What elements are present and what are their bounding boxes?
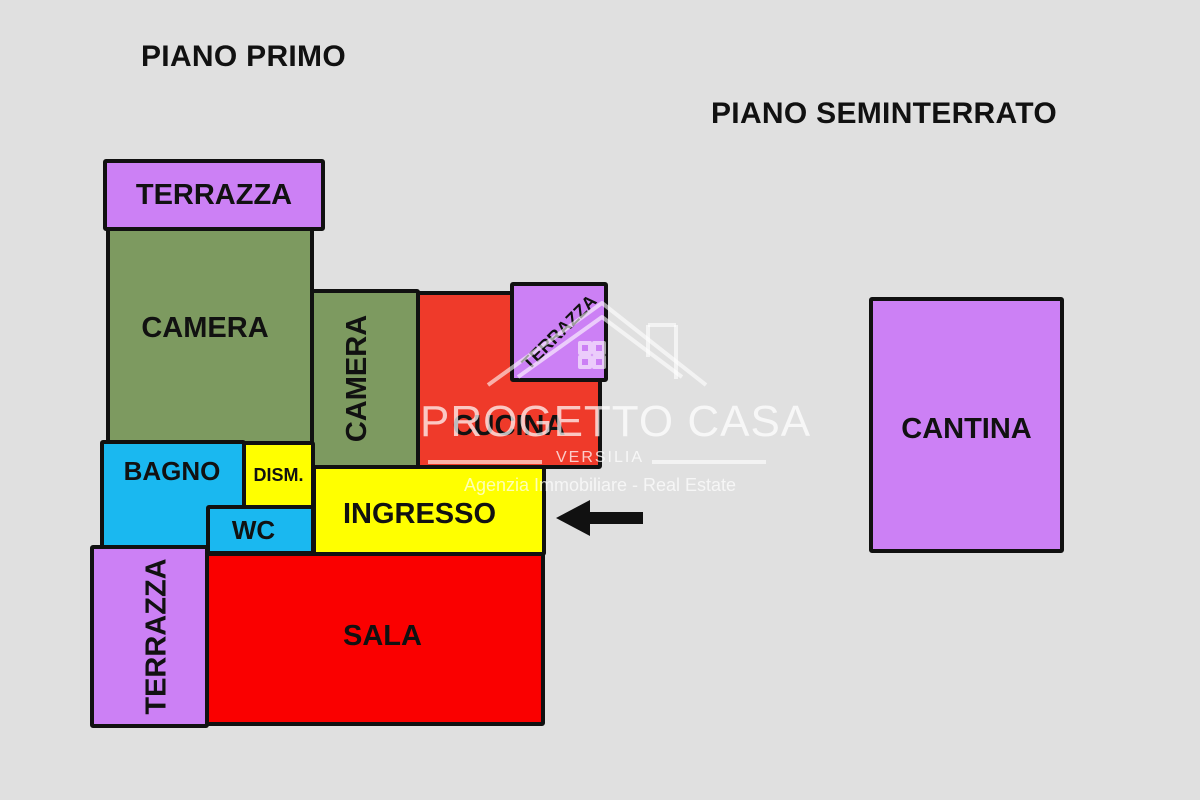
room-label: TERRAZZA [517, 290, 601, 374]
room-ingresso: INGRESSO [312, 465, 546, 556]
room-label: BAGNO [123, 455, 221, 486]
room-terrazza-left: TERRAZZA [90, 545, 209, 728]
room-dism: DISM. [242, 441, 315, 509]
room-label: CANTINA [901, 412, 1032, 445]
room-label: SALA [343, 620, 422, 652]
room-camera-large: CAMERA [106, 227, 314, 445]
arrow-left-icon [556, 500, 643, 536]
room-label: TERRAZZA [141, 558, 174, 715]
room-wc: WC [206, 505, 315, 555]
room-camera-small: CAMERA [310, 289, 420, 469]
first-floor-title: PIANO PRIMO [141, 40, 346, 73]
room-terrazza-kitchen: TERRAZZA [510, 282, 608, 382]
basement-floor-title: PIANO SEMINTERRATO [711, 97, 1057, 130]
room-cantina: CANTINA [869, 297, 1064, 553]
room-terrazza-top: TERRAZZA [103, 159, 325, 231]
room-label: INGRESSO [342, 498, 497, 530]
room-label: DISM. [253, 464, 304, 485]
room-sala: SALA [205, 552, 545, 726]
room-label: TERRAZZA [135, 178, 293, 211]
room-label: CAMERA [341, 314, 374, 442]
room-label: WC [231, 514, 276, 545]
room-label: CAMERA [141, 311, 269, 344]
room-label: CUCINA [452, 409, 566, 442]
